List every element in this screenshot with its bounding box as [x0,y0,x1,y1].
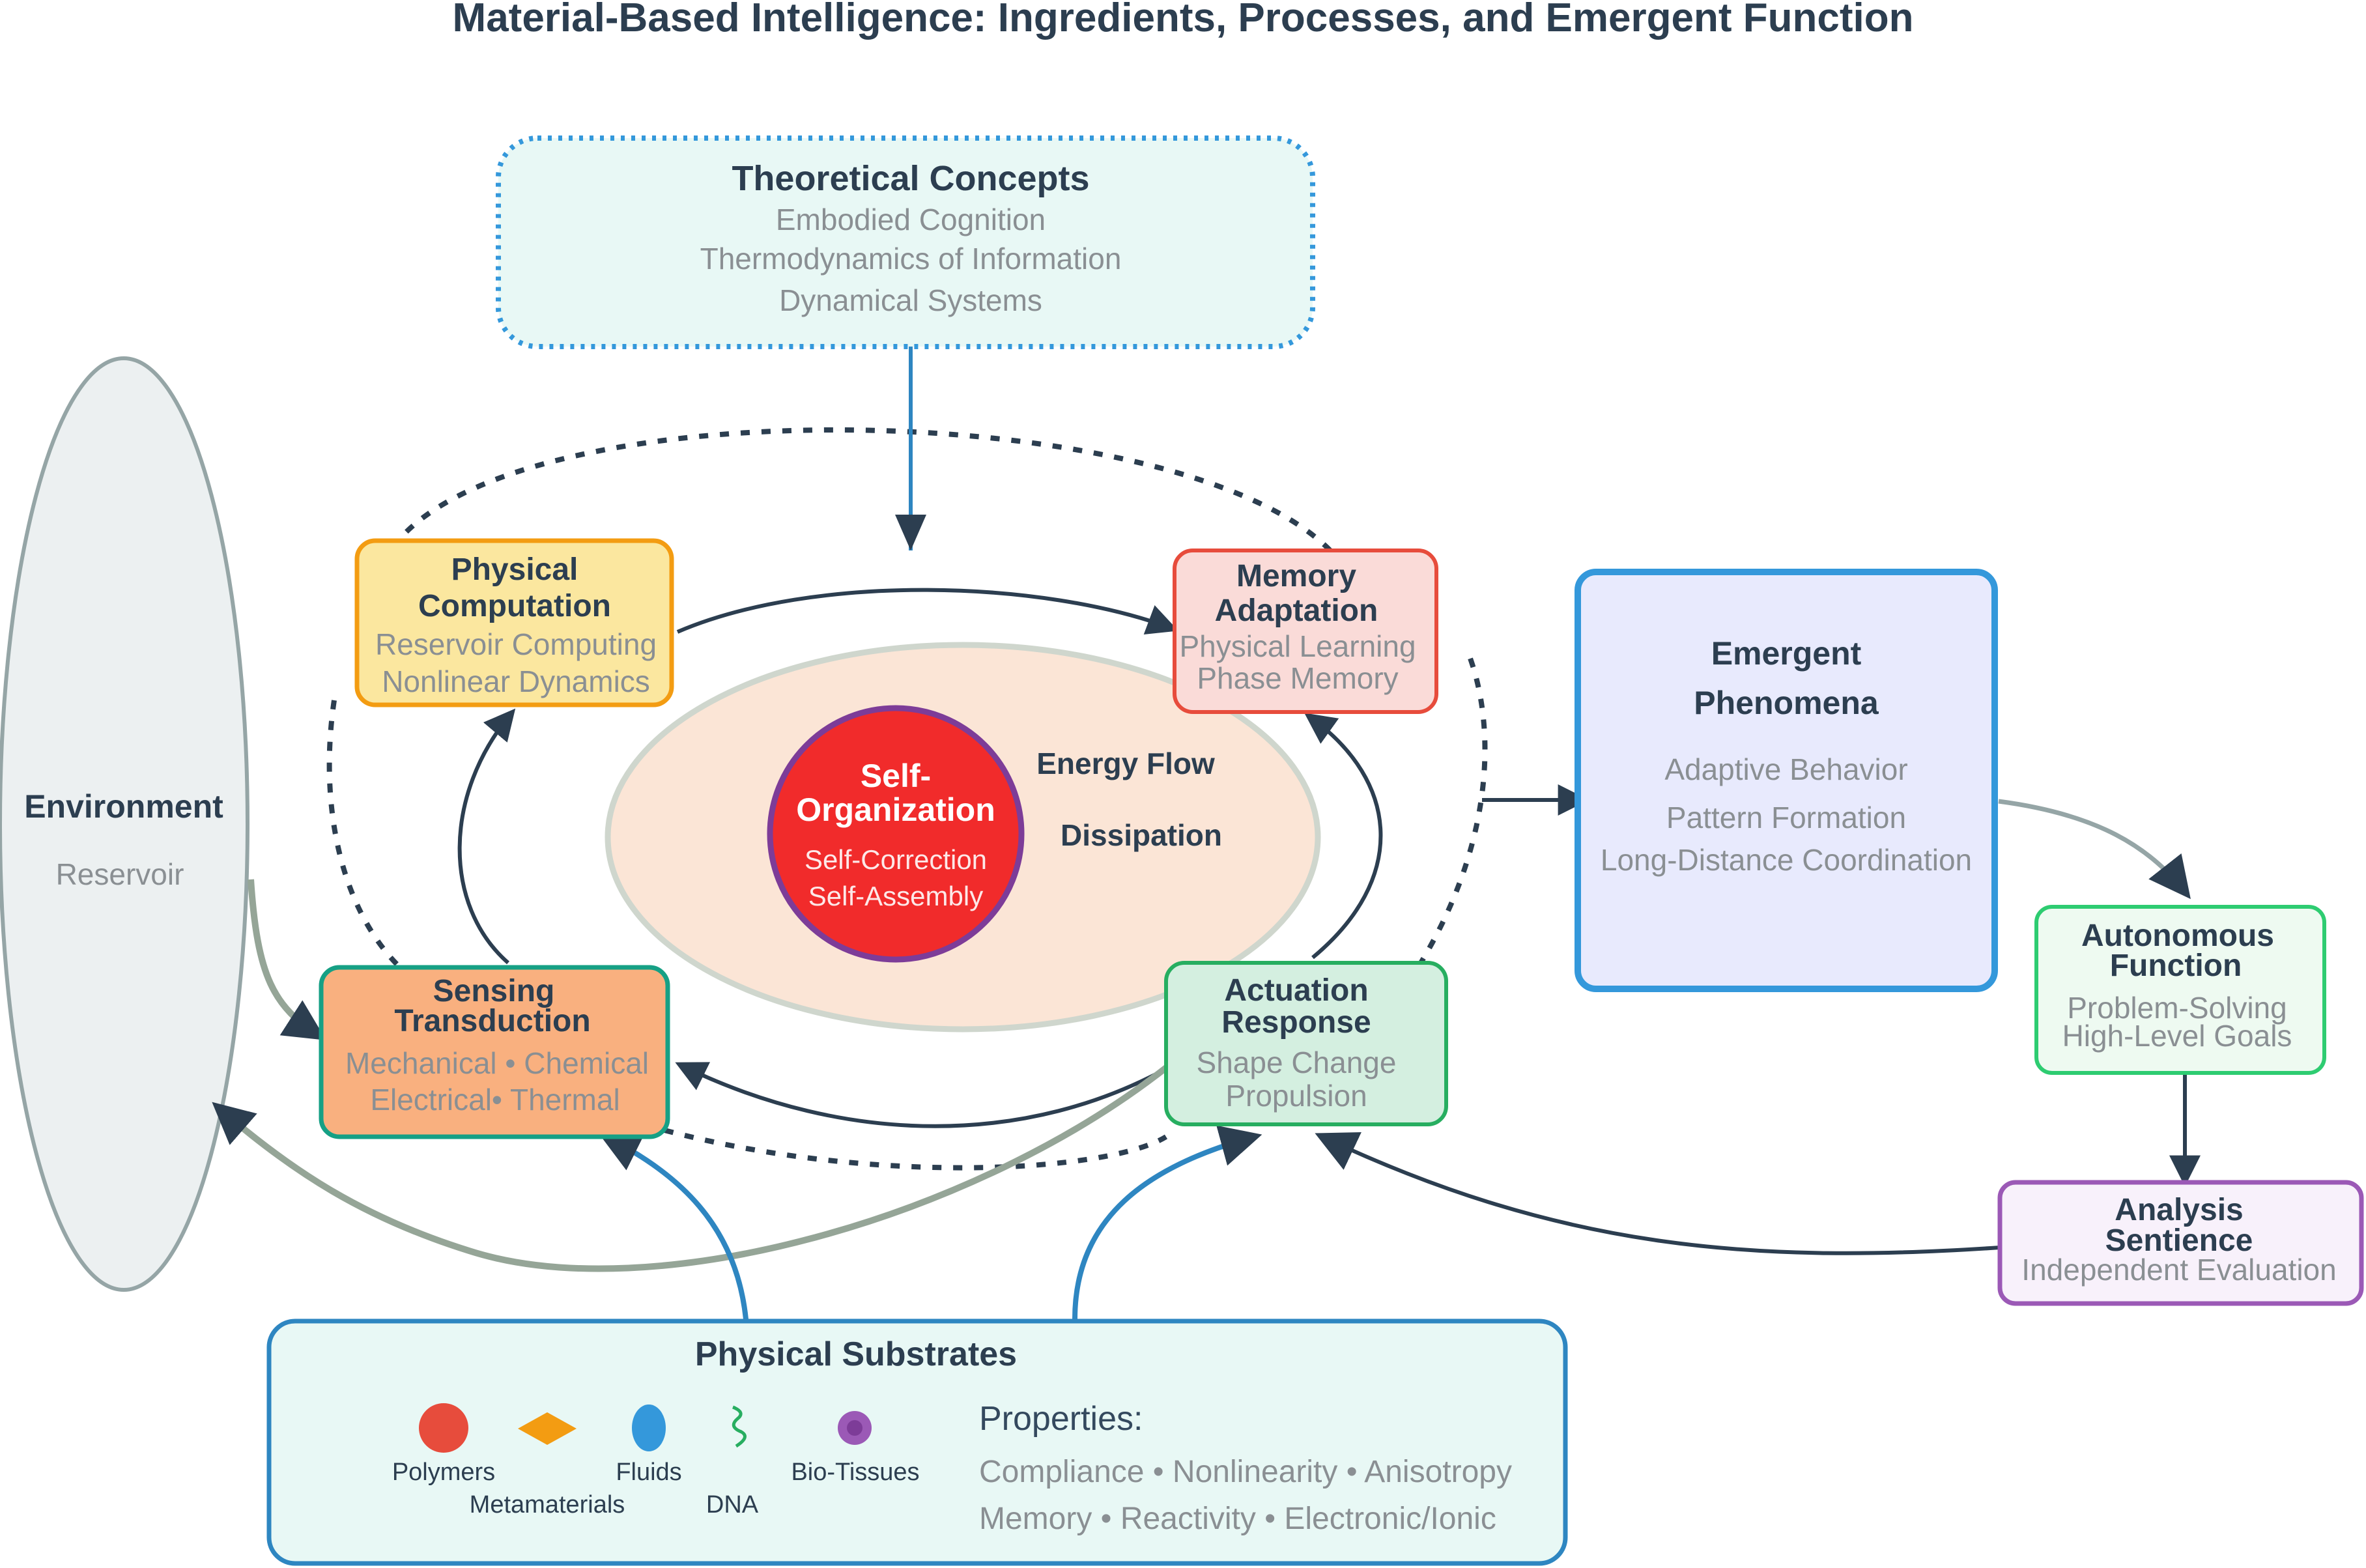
memory-sub1: Physical Learning [1179,629,1416,663]
page-title: Material-Based Intelligence: Ingredients… [453,0,1914,40]
analysis-sub1: Independent Evaluation [2021,1253,2336,1287]
environment-node: Environment Reservoir [0,356,249,1292]
arrow-environment-to-sensing [248,879,326,1040]
core-heading-line1: Self- [861,758,931,794]
memory-line2: Adaptation [1215,593,1378,628]
emergent-item-2: Pattern Formation [1666,801,1906,834]
material-label-polymers: Polymers [392,1459,495,1486]
self-organization-core: Self- Organization Self-Correction Self-… [767,705,1025,963]
arrow-sensing-to-computation [457,708,516,965]
arrow-actuation-to-memory [1304,713,1383,960]
physical-computation-sub1: Reservoir Computing [375,627,657,661]
autonomous-line1: Autonomous [2081,919,2274,953]
actuation-sub1: Shape Change [1197,1046,1397,1079]
physical-substrates-node: Physical Substrates Polymers Metamateria… [266,1319,1568,1566]
arrow-actuation-to-environment [212,1062,1172,1272]
actuation-response-node: Actuation Response Shape Change Propulsi… [1164,961,1448,1126]
properties-line-2: Memory • Reactivity • Electronic/Ionic [979,1502,1496,1536]
theory-heading: Theoretical Concepts [732,159,1089,198]
bio-tissues-nucleus [847,1420,862,1436]
analysis-line1: Analysis [2115,1193,2243,1227]
core-sub-2: Self-Assembly [808,881,983,911]
environment-sub: Reservoir [56,857,184,891]
theory-item-2: Thermodynamics of Information [700,242,1122,276]
properties-label: Properties: [979,1400,1143,1438]
autonomous-sub2: High-Level Goals [2062,1019,2292,1053]
autonomous-function-node: Autonomous Function Problem-Solving High… [2034,905,2326,1075]
polymers-icon [419,1403,468,1453]
arrow-substrates-to-actuation [1072,1125,1262,1320]
properties-line-1: Compliance • Nonlinearity • Anisotropy [979,1455,1512,1489]
sensing-sub1: Mechanical • Chemical [345,1046,649,1080]
arrow-substrates-to-sensing [598,1133,748,1320]
core-sub-1: Self-Correction [805,844,987,875]
actuation-line1: Actuation [1224,973,1368,1008]
physical-computation-line1: Physical [451,552,578,587]
actuation-line2: Response [1221,1005,1371,1040]
analysis-sentience-node: Analysis Sentience Independent Evaluatio… [1997,1180,2364,1306]
environment-heading: Environment [24,788,223,825]
arrow-analysis-to-actuation [1315,1132,2001,1255]
arrow-actuation-to-sensing [675,1062,1174,1128]
emergent-line1: Emergent [1711,635,1862,672]
sensing-line2: Transduction [394,1004,590,1038]
physical-computation-line2: Computation [418,589,611,623]
material-label-dna: DNA [706,1491,759,1518]
metamaterials-icon [518,1412,577,1445]
analysis-line2: Sentience [2105,1223,2253,1258]
physical-computation-node: Physical Computation Reservoir Computing… [354,538,674,707]
theory-item-1: Embodied Cognition [776,203,1046,236]
material-label-metamaterials: Metamaterials [470,1491,625,1518]
autonomous-line2: Function [2110,948,2242,983]
dissipation-label: Dissipation [1061,818,1222,852]
emergent-item-3: Long-Distance Coordination [1601,843,1972,877]
fluids-icon [632,1404,666,1451]
arrow-emergent-to-autonomous [1998,799,2191,900]
core-heading-line2: Organization [796,791,995,828]
emergent-line2: Phenomena [1694,685,1879,721]
arrow-computation-to-memory [676,588,1178,635]
material-label-bio-tissues: Bio-Tissues [791,1459,919,1486]
memory-adaptation-node: Memory Adaptation Physical Learning Phas… [1173,549,1438,714]
sensing-line1: Sensing [433,974,555,1008]
theory-item-3: Dynamical Systems [779,283,1042,317]
arrow-theory-head [895,515,926,550]
emergent-phenomena-node: Emergent Phenomena Adaptive Behavior Pat… [1575,569,1998,992]
emergent-item-1: Adaptive Behavior [1664,752,1907,786]
sensing-transduction-node: Sensing Transduction Mechanical • Chemic… [319,965,670,1139]
material-label-fluids: Fluids [616,1459,681,1486]
dna-icon [732,1405,747,1448]
actuation-sub2: Propulsion [1225,1079,1367,1113]
physical-computation-sub2: Nonlinear Dynamics [382,664,650,698]
substrates-heading: Physical Substrates [695,1335,1017,1373]
autonomous-sub1: Problem-Solving [2067,991,2287,1025]
sensing-sub2: Electrical• Thermal [370,1083,620,1117]
memory-sub2: Phase Memory [1197,661,1398,695]
outer-dotted-loop [326,427,1488,1171]
theory-box: Theoretical Concepts Embodied Cognition … [496,135,1315,349]
energy-flow-label: Energy Flow [1036,747,1215,780]
memory-line1: Memory [1236,559,1356,593]
